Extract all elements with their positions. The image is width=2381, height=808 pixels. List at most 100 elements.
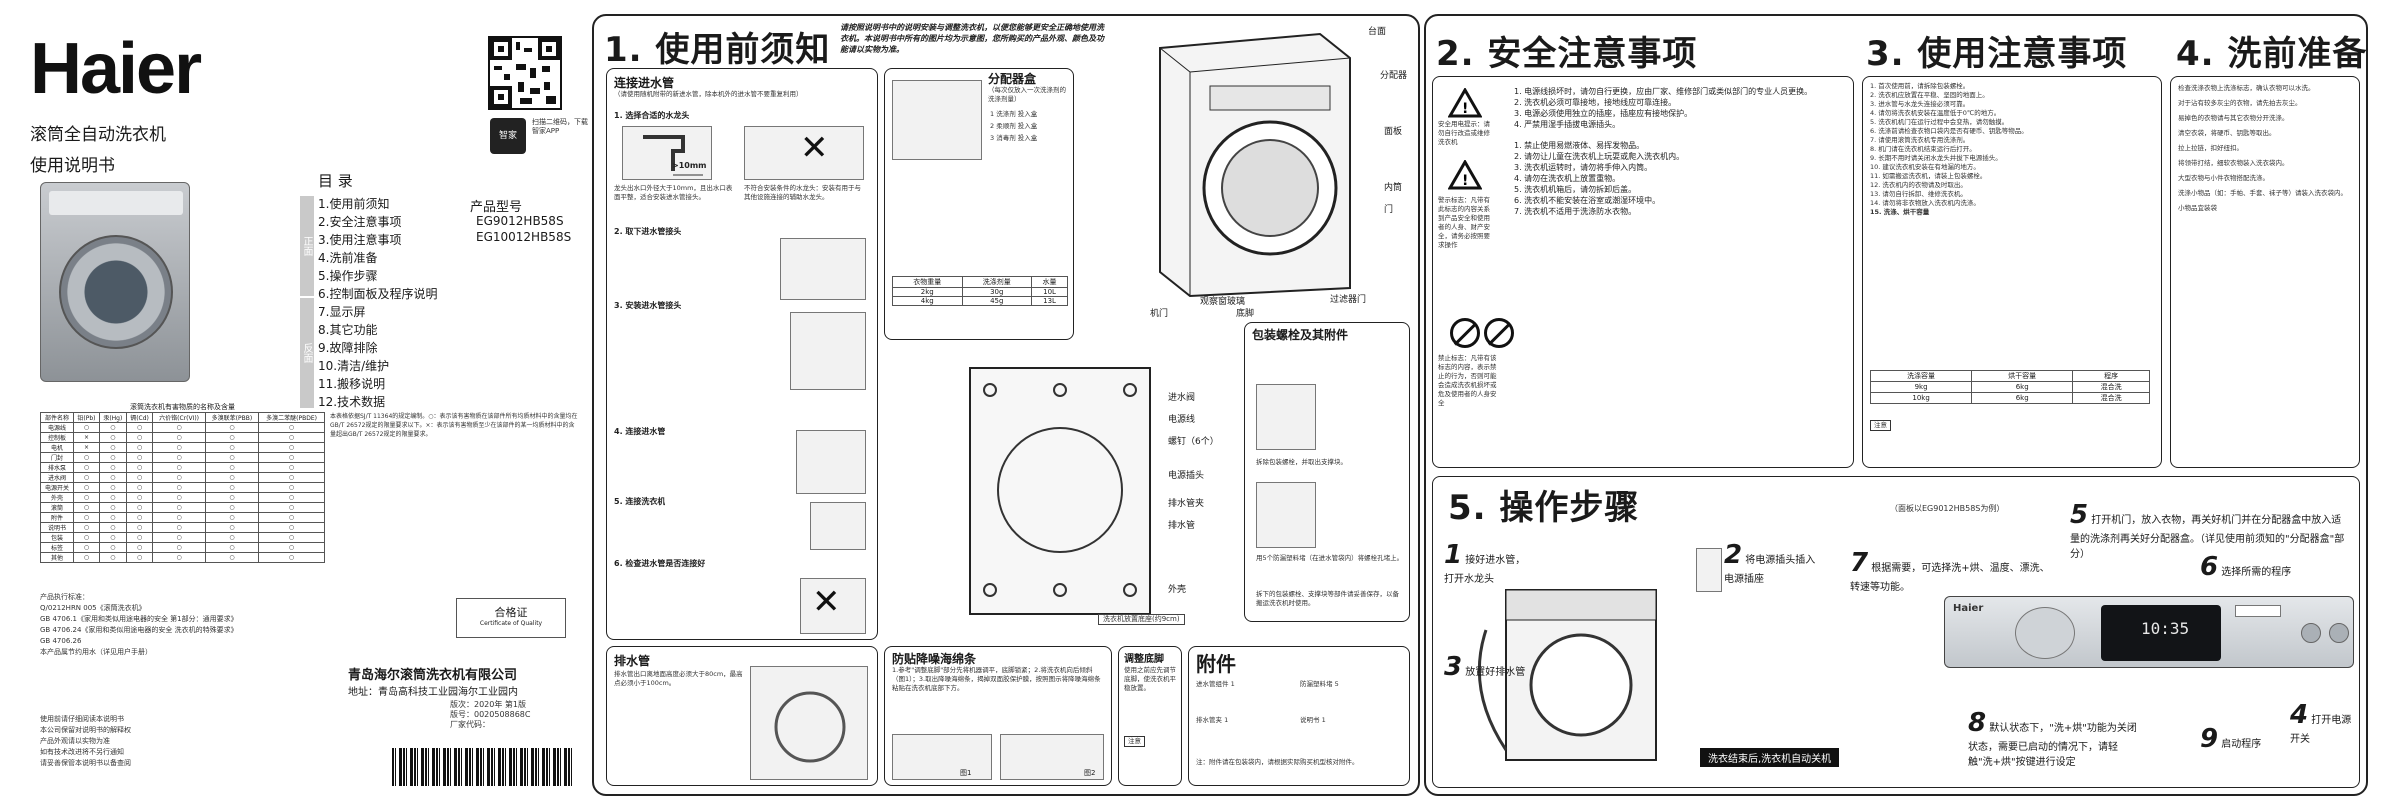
- accessory-item: 排水管夹 1: [1196, 716, 1229, 724]
- table-cell: ○: [204, 512, 260, 523]
- safety-items: 1. 电源线损坏时，请勿自行更换，应由厂家、维修部门或类似部门的专业人员更换。 …: [1514, 86, 1848, 217]
- prohibit-icon: [1484, 318, 1514, 348]
- usage-item: 14. 请勿将非衣物放入洗衣机内洗涤。: [1870, 199, 1980, 207]
- table-cell: ○: [258, 532, 325, 543]
- before-use-intro: 请按照说明书中的说明安装与调整洗衣机，以便您能够更安全正确地使用洗衣机。本说明书…: [840, 23, 1104, 54]
- connect-water-note: （请使用随机附带的新进水管，除本机外的进水管不要重复利用）: [614, 90, 803, 98]
- table-header: 程序: [2072, 370, 2150, 382]
- washer-front-diagram: [1150, 28, 1360, 298]
- power-plug-illustration: [1696, 548, 1722, 592]
- toc-item[interactable]: 9.故障排除: [318, 341, 378, 355]
- toc-group-front: 正面: [300, 196, 314, 296]
- table-cell: 滚筒: [39, 502, 75, 513]
- table-cell: ○: [125, 512, 154, 523]
- program-knob[interactable]: [2015, 607, 2075, 659]
- toc-item[interactable]: 10.清洁/维护: [318, 359, 390, 373]
- table-header: 烘干容量: [1971, 370, 2074, 382]
- operation-step-9: 9 启动程序: [2200, 724, 2280, 754]
- toc-item[interactable]: 7.显示屏: [318, 305, 366, 319]
- toc-item[interactable]: 1.使用前须知: [318, 197, 390, 211]
- part-label: 底脚: [1236, 309, 1255, 319]
- step-text: 根据需要，可选择洗+烘、温度、漂洗、转速等功能。: [1850, 563, 2050, 593]
- toc-item[interactable]: 8.其它功能: [318, 323, 378, 337]
- hazard-column-header: 汞(Hg): [98, 412, 127, 423]
- table-cell: ○: [125, 482, 154, 493]
- table-row: 进水阀○○○○○○: [39, 472, 325, 483]
- table-cell: ○: [204, 482, 260, 493]
- usage-item: 8. 机门请在洗衣机结束运行后打开。: [1870, 145, 1976, 153]
- step-number: 4: [2290, 700, 2309, 730]
- start-button[interactable]: [2301, 623, 2321, 643]
- transport-step: 用5个防漏塑料堵（在进水管袋内）将螺栓孔堵上。: [1256, 554, 1404, 562]
- toc-item[interactable]: 12.技术数据: [318, 395, 386, 409]
- table-cell: ○: [125, 492, 154, 503]
- usage-item: 13. 请勿自行拆卸、维修洗衣机。: [1870, 190, 1967, 198]
- table-row: 包装○○○○○○: [39, 532, 325, 543]
- auto-off-notice: 洗衣结束后,洗衣机自动关机: [1700, 748, 1840, 767]
- hazard-column-header: 部件名称: [39, 412, 75, 423]
- table-header: 水量: [1031, 276, 1068, 288]
- safety-item: 1. 电源线损坏时，请勿自行更换，应由厂家、维修部门或类似部门的专业人员更换。: [1514, 87, 1813, 96]
- dispenser-note: （每次仅放入一次洗涤剂的洗涤剂量）: [988, 86, 1066, 103]
- usage-item: 4. 请勿将洗衣机安装在温度低于0℃的地方。: [1870, 109, 2001, 117]
- table-cell: 说明书: [39, 522, 75, 533]
- prepare-note: 小物品宜装袋: [2178, 204, 2217, 212]
- table-cell: ○: [125, 472, 154, 483]
- qr-code[interactable]: [488, 36, 562, 110]
- back-label: 排水管夹: [1168, 499, 1205, 509]
- table-cell: 标签: [39, 542, 75, 553]
- table-cell: ○: [98, 422, 127, 433]
- table-row: 电源开关○○○○○○: [39, 482, 325, 493]
- edition-info: 版次：2020年 第1版 版号：0020508868C 厂家代码：: [450, 700, 530, 730]
- adjust-feet-box: [1118, 646, 1182, 786]
- toc-item[interactable]: 3.使用注意事项: [318, 233, 402, 247]
- table-cell: ○: [204, 452, 260, 463]
- adjust-feet-tip: 注意: [1124, 736, 1145, 747]
- hazard-notes: 本表格依据SJ/T 11364的规定编制。○：表示该有害物质在该部件所有均质材料…: [330, 413, 578, 438]
- safety-item: 4. 严禁用湿手插拔电源插头。: [1514, 120, 1621, 129]
- table-cell: ○: [258, 522, 325, 533]
- noise-strip-heading: 防贴降噪海绵条: [892, 652, 977, 666]
- back-label: 电源插头: [1168, 471, 1205, 481]
- step-text: 放置好排水管: [1465, 667, 1526, 678]
- table-cell: ○: [258, 452, 325, 463]
- table-header: 洗涤剂量: [961, 276, 1033, 288]
- table-cell: ○: [204, 442, 260, 453]
- table-cell: ○: [73, 502, 100, 513]
- table-cell: ○: [98, 442, 127, 453]
- table-cell: ○: [98, 542, 127, 553]
- step-number: 1: [1444, 540, 1463, 570]
- noise-strip-box: [884, 646, 1112, 786]
- section-title-operation: 5. 操作步骤: [1448, 488, 1640, 528]
- step-choose-tap: 1. 选择合适的水龙头: [614, 111, 690, 120]
- table-cell: ○: [125, 462, 154, 473]
- warning-label-text: 警示标志：凡带有此标志的内容关系到产品安全和使用者的人身、财产安全，请务必按照要…: [1438, 196, 1490, 249]
- toc-item[interactable]: 4.洗前准备: [318, 251, 378, 265]
- table-cell: 附件: [39, 512, 75, 523]
- toc-item[interactable]: 6.控制面板及程序说明: [318, 287, 438, 301]
- safety-item: 4. 请勿在洗衣机上放置重物。: [1514, 174, 1621, 183]
- dispenser-illustration: [892, 80, 982, 160]
- company-name: 青岛海尔滚筒洗衣机有限公司: [348, 668, 518, 683]
- hazard-substance-table: 部件名称铅(Pb)汞(Hg)镉(Cd)六价铬(Cr(VI))多溴联苯(PBB)多…: [39, 412, 325, 563]
- table-cell: ○: [125, 552, 154, 563]
- toc-item[interactable]: 2.安全注意事项: [318, 215, 402, 229]
- noise-fig-2: [1000, 734, 1104, 780]
- step-install-connector: 3. 安装进水管接头: [614, 301, 682, 310]
- power-button[interactable]: [2329, 623, 2349, 643]
- table-cell: ○: [258, 552, 325, 563]
- standards-item: 本产品属节约用水（详见用户手册）: [40, 648, 152, 656]
- usage-item: 11. 如需搬运洗衣机，请装上包装螺栓。: [1870, 172, 1987, 180]
- washer-product-image: [40, 182, 190, 382]
- table-cell: ○: [258, 502, 325, 513]
- step-connect-hose: 4. 连接进水管: [614, 427, 666, 436]
- model-number: EG10012HB58S: [476, 230, 572, 244]
- step-number: 9: [2200, 724, 2219, 754]
- table-cell: ○: [125, 432, 154, 443]
- table-cell: 电源开关: [39, 482, 75, 493]
- toc-item[interactable]: 5.操作步骤: [318, 269, 378, 283]
- toc-item[interactable]: 11.搬移说明: [318, 377, 386, 391]
- display-time: 10:35: [2141, 619, 2190, 638]
- manual-name: 使用说明书: [30, 156, 115, 176]
- hazard-column-header: 六价铬(Cr(VI)): [152, 412, 206, 423]
